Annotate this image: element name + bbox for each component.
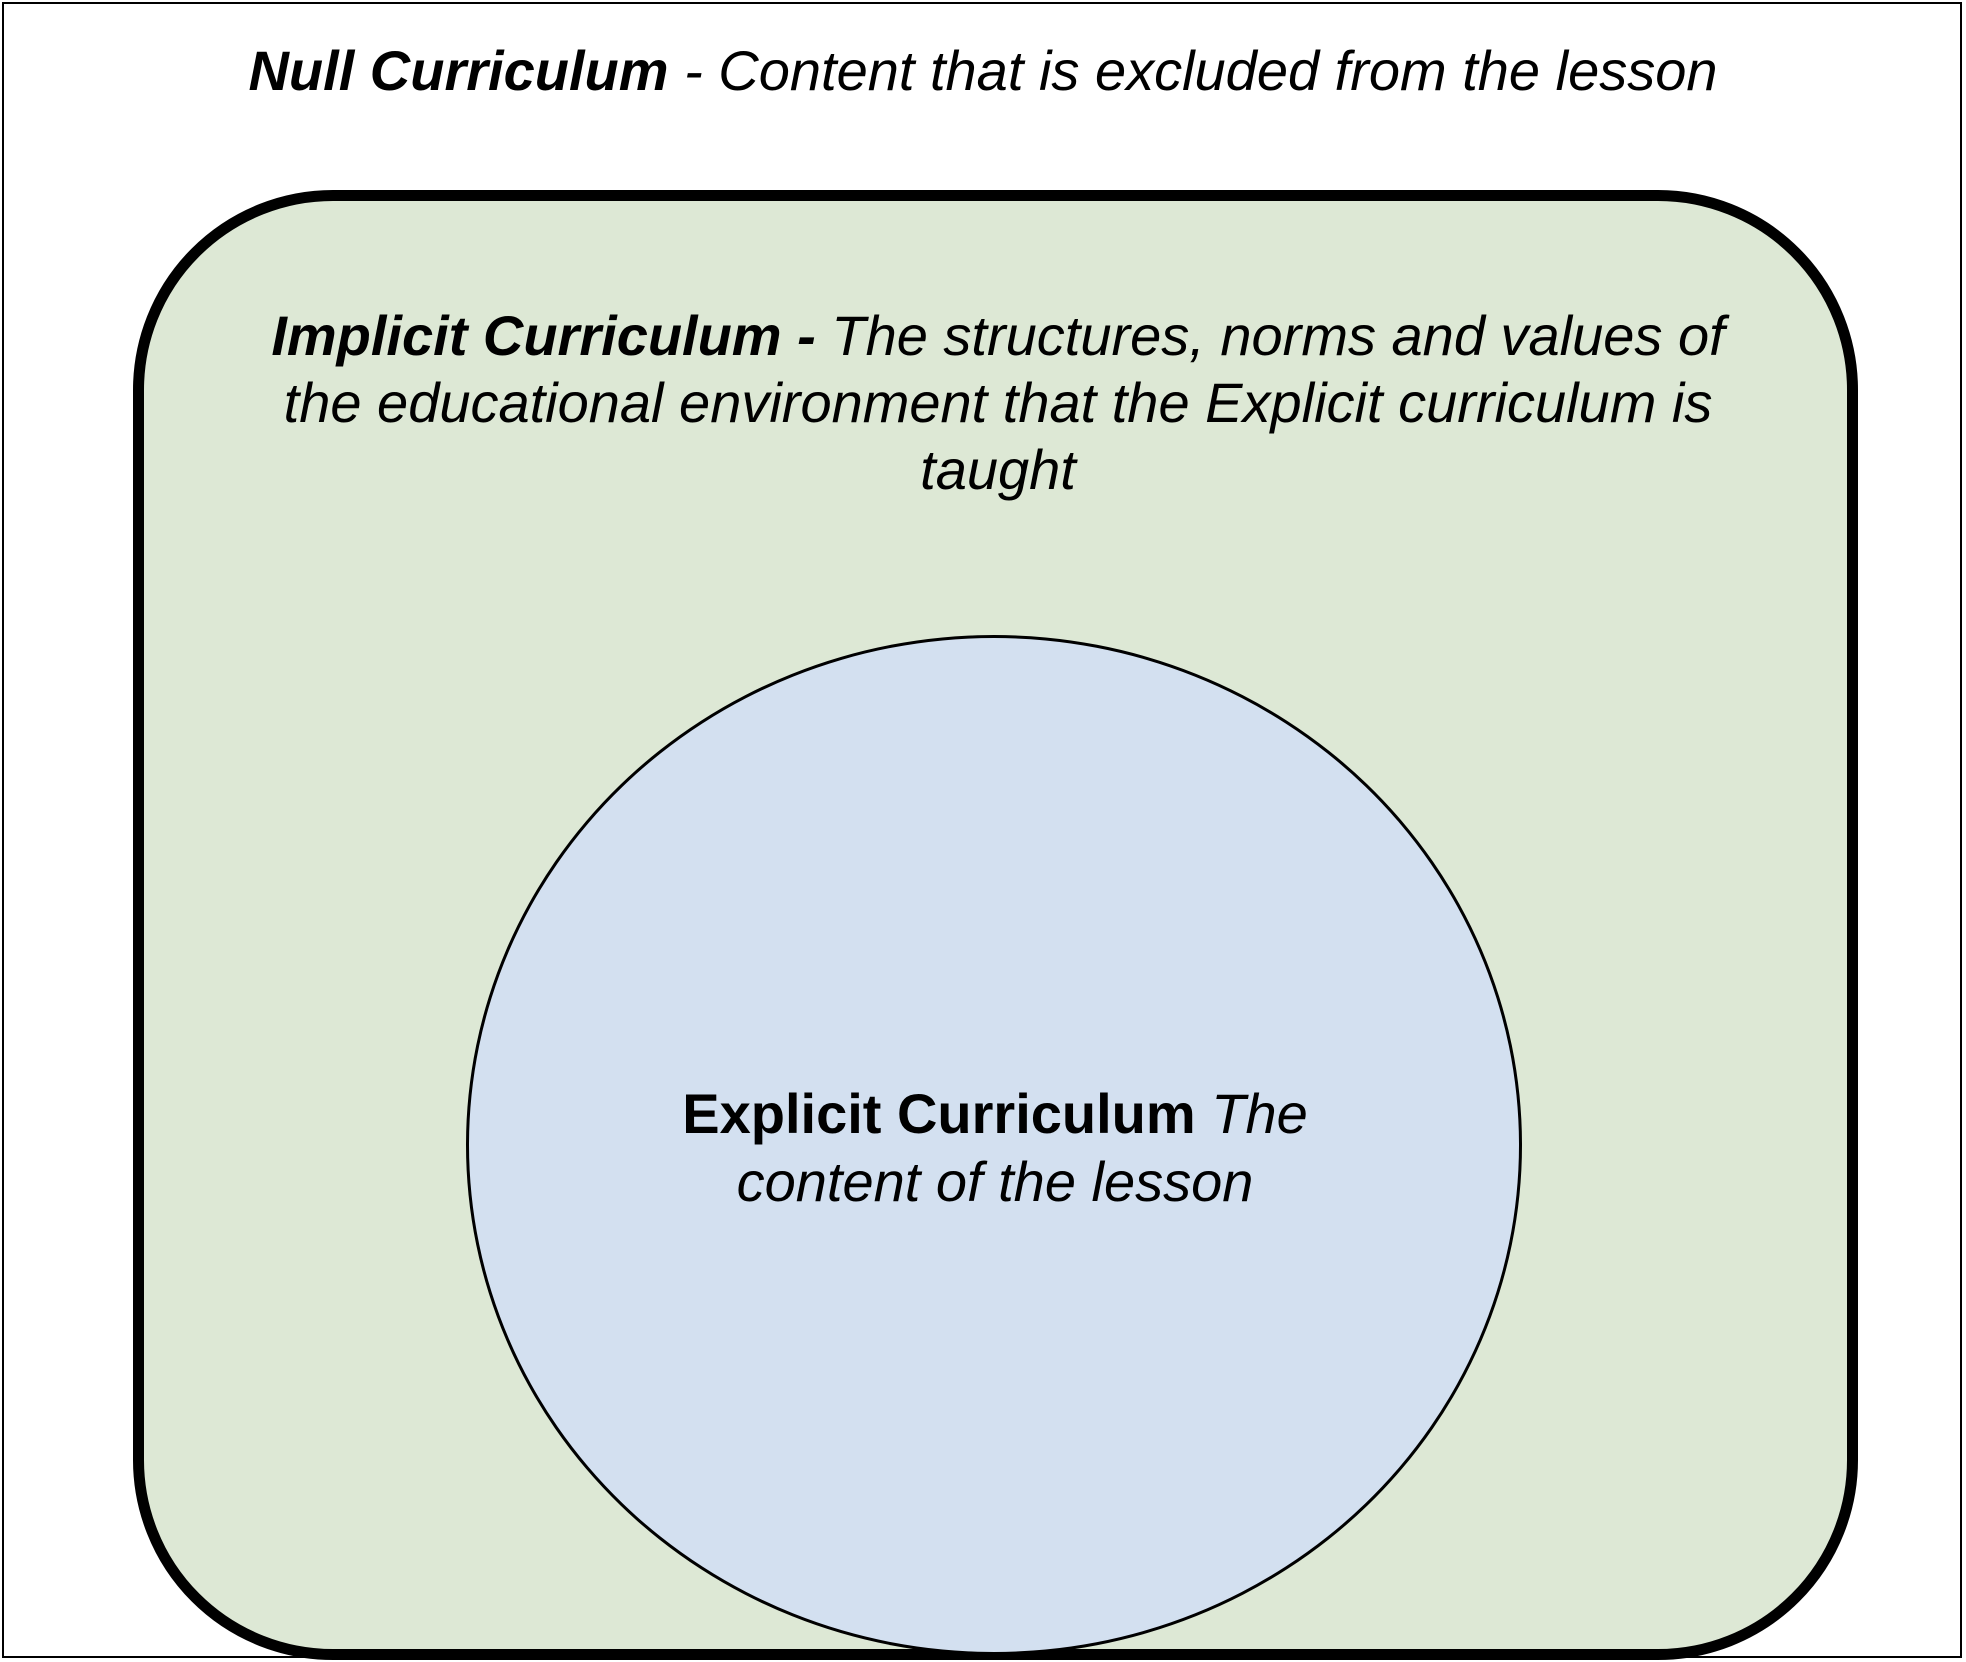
implicit-curriculum-label: Implicit Curriculum - The structures, no… — [233, 302, 1763, 503]
null-curriculum-label: Null Curriculum - Content that is exclud… — [0, 38, 1966, 104]
explicit-curriculum-label: Explicit Curriculum The content of the l… — [600, 1080, 1390, 1216]
explicit-curriculum-term: Explicit Curriculum — [682, 1082, 1196, 1145]
implicit-curriculum-description: The structures, norms and values of the … — [283, 304, 1725, 501]
explicit-curriculum-description: The content of the lesson — [736, 1082, 1308, 1213]
implicit-curriculum-term: Implicit Curriculum - — [271, 304, 832, 367]
null-curriculum-description: - Content that is excluded from the less… — [668, 39, 1718, 102]
explicit-curriculum-circle — [466, 635, 1522, 1655]
null-curriculum-term: Null Curriculum — [248, 39, 669, 102]
